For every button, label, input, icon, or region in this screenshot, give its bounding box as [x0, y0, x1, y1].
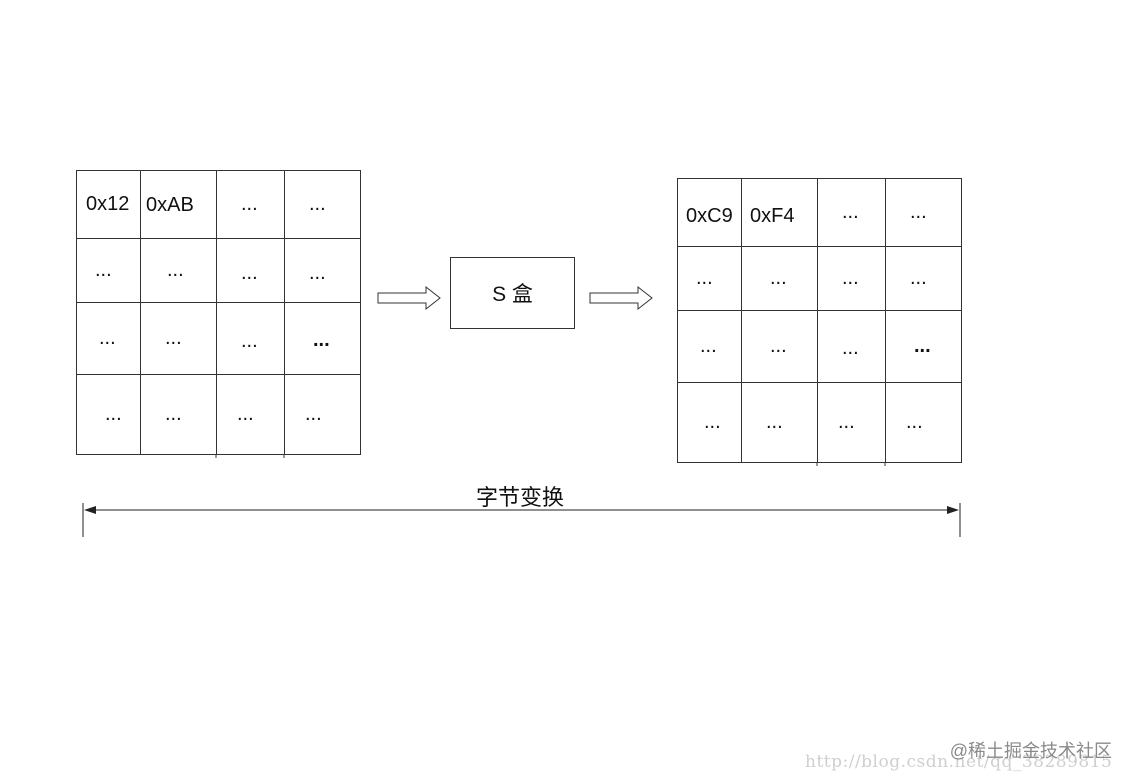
output-cell-r2c1: ... — [741, 310, 818, 383]
url-watermark: http://blog.csdn.net/qq_38289815 — [805, 752, 1113, 772]
output-cell-text: ... — [770, 267, 787, 289]
brand-watermark: @稀土掘金技术社区 — [949, 741, 1112, 761]
output-cell-text: ... — [906, 411, 923, 433]
output-cell-text: ... — [770, 335, 787, 357]
input-cell-text: ... — [165, 403, 182, 425]
output-cell-r1c2: ... — [817, 246, 886, 311]
s-box: S 盒 — [450, 257, 575, 329]
input-cell-r2c0: ... — [76, 302, 141, 375]
input-cell-r0c0: 0x12 — [76, 170, 141, 239]
input-cell-r3c1: ... — [140, 374, 217, 455]
input-cell-r2c3: ... — [284, 302, 361, 375]
input-cell-r2c2: ... — [216, 302, 285, 375]
input-cell-text: ... — [241, 330, 258, 352]
output-cell-text: ... — [696, 267, 713, 289]
input-cell-text: ... — [105, 403, 122, 425]
input-cell-text: ... — [99, 327, 116, 349]
output-state-matrix: 0xC9 0xF4 ... ... ... ... ... ... ... ..… — [677, 178, 962, 463]
output-cell-text: ... — [700, 335, 717, 357]
output-cell-r3c3: ... — [885, 382, 962, 463]
output-cell-text: ... — [910, 267, 927, 289]
input-cell-text: ... — [305, 403, 322, 425]
input-cell-r1c3: ... — [284, 238, 361, 303]
input-cell-text: ... — [237, 403, 254, 425]
input-cell-text: ... — [241, 262, 258, 284]
output-cell-r1c1: ... — [741, 246, 818, 311]
output-cell-r0c1: 0xF4 — [741, 178, 818, 247]
output-cell-r2c3: ... — [885, 310, 962, 383]
output-cell-text: ... — [910, 201, 927, 223]
arrow-right-icon — [947, 506, 959, 514]
input-cell-text: 0x12 — [86, 193, 130, 215]
input-cell-r3c2: ... — [216, 374, 285, 455]
output-cell-text: ... — [842, 201, 859, 223]
arrow-right-icon — [377, 285, 441, 311]
arrow-right-icon — [589, 285, 653, 311]
input-cell-r2c1: ... — [140, 302, 217, 375]
output-cell-r2c2: ... — [817, 310, 886, 383]
input-cell-text: ... — [167, 259, 184, 281]
output-cell-text: ... — [914, 335, 931, 357]
input-cell-text: 0xAB — [146, 194, 194, 216]
input-cell-text: ... — [165, 327, 182, 349]
input-cell-text: ... — [241, 193, 258, 215]
s-box-label: S 盒 — [492, 283, 533, 306]
output-cell-text: ... — [704, 411, 721, 433]
input-cell-r0c3: ... — [284, 170, 361, 239]
arrow-left-icon — [84, 506, 96, 514]
output-cell-text: ... — [766, 411, 783, 433]
output-cell-text: 0xF4 — [750, 205, 795, 227]
input-cell-r1c2: ... — [216, 238, 285, 303]
byte-substitution-label: 字节变换 — [475, 485, 564, 510]
input-cell-text: ... — [309, 262, 326, 284]
input-cell-text: ... — [313, 329, 330, 351]
output-cell-r3c2: ... — [817, 382, 886, 463]
output-cell-text: ... — [842, 337, 859, 359]
output-cell-text: ... — [842, 267, 859, 289]
output-cell-r3c0: ... — [677, 382, 742, 463]
input-cell-r0c1: 0xAB — [140, 170, 217, 239]
output-cell-text: 0xC9 — [686, 205, 733, 227]
output-cell-text: ... — [838, 411, 855, 433]
input-cell-text: ... — [95, 259, 112, 281]
input-cell-r3c3: ... — [284, 374, 361, 455]
output-cell-r0c0: 0xC9 — [677, 178, 742, 247]
input-state-matrix: 0x12 0xAB ... ... ... ... ... ... ... ..… — [76, 170, 361, 455]
input-cell-text: ... — [309, 193, 326, 215]
output-cell-r0c3: ... — [885, 178, 962, 247]
